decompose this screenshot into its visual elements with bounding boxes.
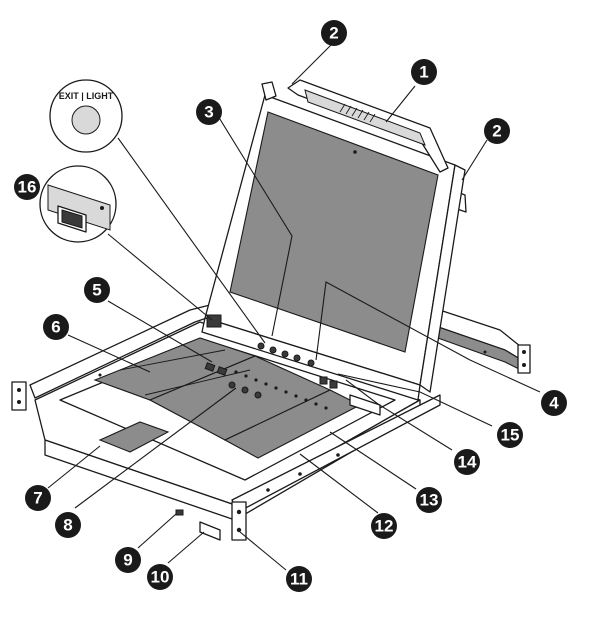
callout-13: 13 — [416, 487, 442, 513]
callout-14: 14 — [454, 449, 480, 475]
svg-text:1: 1 — [419, 63, 428, 82]
lcd-release-tab — [206, 314, 222, 328]
callout-11: 11 — [286, 566, 312, 592]
callout-5: 5 — [84, 277, 110, 303]
callout-10: 10 — [147, 564, 173, 590]
callout-2-right: 2 — [484, 118, 510, 144]
lcd-osd-buttons — [257, 342, 338, 389]
svg-text:2: 2 — [492, 122, 501, 141]
callout-1: 1 — [411, 59, 437, 85]
svg-text:11: 11 — [290, 570, 308, 589]
callout-8: 8 — [55, 512, 81, 538]
callout-12: 12 — [371, 513, 397, 539]
callout-3: 3 — [196, 99, 222, 125]
callout-4: 4 — [541, 390, 567, 416]
svg-text:8: 8 — [63, 516, 72, 535]
svg-text:16: 16 — [18, 178, 37, 197]
svg-text:2: 2 — [329, 24, 338, 43]
callout-15: 15 — [497, 422, 523, 448]
exit-light-inset: EXIT | LIGHT — [49, 79, 123, 153]
exit-light-button — [71, 105, 101, 135]
svg-text:12: 12 — [375, 517, 394, 536]
svg-text:9: 9 — [123, 551, 132, 570]
callout-16: 16 — [14, 174, 40, 200]
svg-text:7: 7 — [33, 489, 42, 508]
svg-text:13: 13 — [420, 491, 439, 510]
svg-text:10: 10 — [151, 568, 170, 587]
lcd-module — [201, 79, 467, 416]
svg-text:4: 4 — [549, 394, 559, 413]
callout-7: 7 — [25, 485, 51, 511]
svg-text:14: 14 — [458, 453, 477, 472]
callout-2-top: 2 — [321, 20, 347, 46]
handle-grip — [339, 103, 376, 123]
callout-9: 9 — [115, 547, 141, 573]
svg-text:15: 15 — [501, 426, 520, 445]
release-inset — [39, 165, 117, 243]
svg-text:5: 5 — [92, 281, 101, 300]
leader-lines — [47, 43, 541, 571]
callout-6: 6 — [43, 314, 69, 340]
svg-text:6: 6 — [51, 318, 60, 337]
usb-port — [175, 509, 184, 516]
callout-badges: 1 2 2 3 4 5 6 7 — [14, 20, 567, 592]
svg-text:3: 3 — [204, 103, 213, 122]
exit-light-label: EXIT | LIGHT — [59, 91, 114, 101]
front-buttons — [204, 362, 262, 399]
front-led-row — [234, 370, 328, 410]
